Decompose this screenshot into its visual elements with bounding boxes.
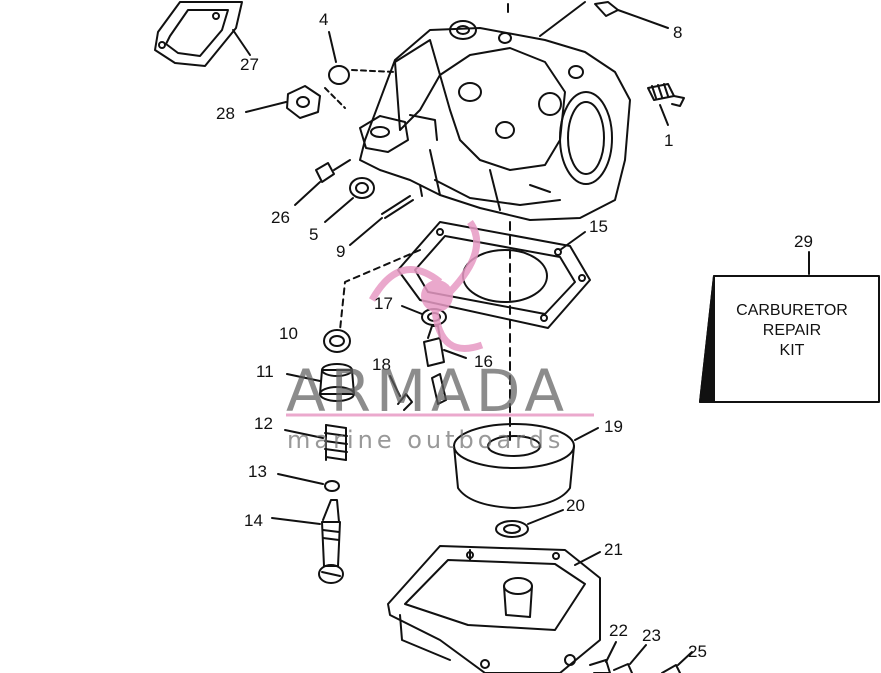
callout-25: 25	[688, 642, 707, 661]
callout-23: 23	[642, 626, 661, 645]
watermark-subtitle: marine outboards	[287, 426, 565, 454]
part-nut-28	[245, 85, 321, 119]
callout-20: 20	[566, 496, 585, 515]
part-washer-13	[277, 473, 340, 492]
part-float-19	[453, 423, 599, 509]
part-spring-23	[613, 644, 647, 673]
callout-11: 11	[256, 362, 274, 381]
part-washer-20	[495, 509, 564, 538]
repair-kit-line1: CARBURETOR	[736, 302, 848, 319]
callout-27: 27	[240, 55, 259, 74]
callout-17: 17	[374, 294, 393, 313]
part-float-bowl-21	[387, 545, 601, 673]
callout-22: 22	[609, 621, 628, 640]
callout-19: 19	[604, 417, 623, 436]
callout-15: 15	[589, 217, 608, 236]
callout-21: 21	[604, 540, 623, 559]
part-gasket-27	[154, 1, 251, 67]
part-ring-10	[323, 329, 351, 353]
propeller-logo	[286, 219, 594, 417]
callout-16: 16	[474, 352, 493, 371]
callout-28: 28	[216, 104, 235, 123]
callout-12: 12	[254, 414, 273, 433]
part-screw-26	[294, 159, 351, 206]
repair-kit-line3: KIT	[779, 342, 805, 359]
part-screw-22	[589, 641, 617, 673]
callout-14: 14	[244, 511, 263, 530]
part-washer-5	[324, 177, 375, 223]
callout-26: 26	[271, 208, 290, 227]
callout-1: 1	[664, 131, 674, 150]
part-spring-12	[284, 424, 348, 461]
callout-4: 4	[319, 10, 329, 29]
part-pin-9	[349, 195, 414, 246]
repair-kit-line2: REPAIR	[762, 322, 822, 339]
part-screw-8	[594, 1, 669, 29]
callout-9: 9	[336, 242, 346, 261]
part-repair-kit-29	[699, 251, 880, 403]
part-screw-1	[647, 83, 685, 126]
callout-5: 5	[309, 225, 319, 244]
part-ball-4	[328, 65, 350, 85]
callout-29: 29	[794, 232, 813, 251]
callout-8: 8	[673, 23, 683, 42]
callout-10: 10	[279, 324, 298, 343]
part-clip-18	[389, 373, 447, 411]
repair-kit-label: CARBURETOR REPAIR KIT	[712, 301, 872, 361]
callout-13: 13	[248, 462, 267, 481]
part-needle-14	[271, 499, 344, 584]
part-screw-25	[661, 651, 693, 673]
part-carburetor-body	[359, 20, 631, 221]
callout-18: 18	[372, 355, 391, 374]
part-seat-11	[286, 363, 355, 402]
watermark-brand: ARMADA	[286, 357, 570, 425]
